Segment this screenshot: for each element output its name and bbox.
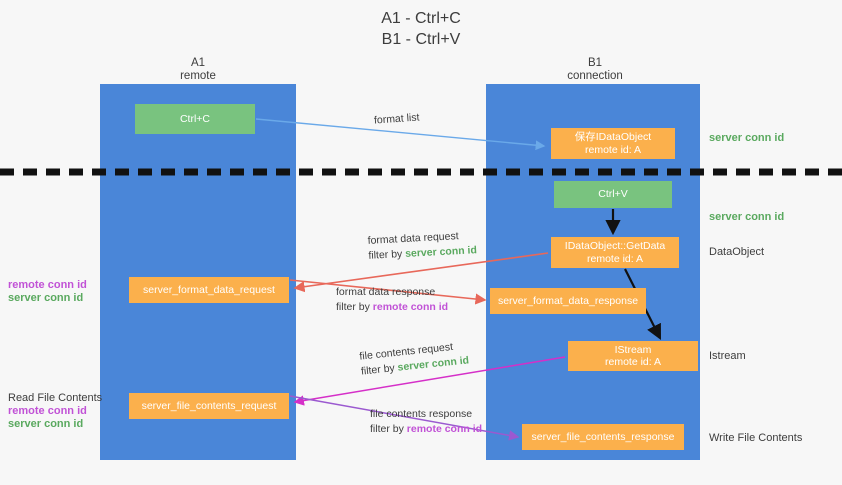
edge-label-file-contents-request: file contents request filter by server c… <box>359 338 470 379</box>
box-idataobject-line-2: remote id: A <box>584 143 642 156</box>
box-file-contents-request-label: server_file_contents_request <box>141 399 277 412</box>
box-ctrl-v-label: Ctrl+V <box>598 188 628 201</box>
edge-label-file-contents-response: file contents response filter by remote … <box>370 407 482 437</box>
box-server-format-data-request[interactable]: server_format_data_request <box>129 277 289 303</box>
side-label-server-conn-id-2: server conn id <box>709 211 785 223</box>
edge-label-format-list-text: format list <box>373 111 420 127</box>
title-line-2: B1 - Ctrl+V <box>381 31 461 48</box>
left-label-server-conn-id-1: server conn id <box>8 292 84 304</box>
lane-header-b1: B1 connection <box>520 57 670 83</box>
edge-label-fcresp-filter-prefix: filter by <box>370 423 407 435</box>
lane-b1-name: B1 <box>587 57 603 69</box>
title-line-1: A1 - Ctrl+C <box>381 10 461 27</box>
lane-a1-name: A1 <box>190 57 206 69</box>
edge-label-fcresp-filter-value: remote conn id <box>406 423 483 435</box>
lane-b1-sub: connection <box>567 70 623 82</box>
box-istream-line-2: remote id: A <box>604 356 662 368</box>
box-ctrl-c[interactable]: Ctrl+C <box>135 104 255 134</box>
box-format-data-request-label: server_format_data_request <box>143 283 275 296</box>
edge-label-format-data-request: format data request filter by server con… <box>367 228 477 264</box>
box-idataobject-line-1: 保存IDataObject <box>574 131 652 143</box>
box-file-contents-response-label: server_file_contents_response <box>531 430 675 443</box>
lane-a1-sub: remote <box>180 70 216 82</box>
edge-label-file-contents-response-text: file contents response <box>370 408 473 420</box>
left-label-remote-conn-id-2: remote conn id <box>8 405 87 417</box>
side-label-dataobject: DataObject <box>709 246 765 258</box>
box-server-file-contents-response[interactable]: server_file_contents_response <box>522 424 684 450</box>
side-label-istream: Istream <box>709 350 746 362</box>
box-getdata-line-1: IDataObject::GetData <box>564 240 666 252</box>
box-idataobject-getdata[interactable]: IDataObject::GetData remote id: A <box>551 237 679 268</box>
diagram-title: A1 - Ctrl+C B1 - Ctrl+V <box>0 8 842 50</box>
lane-header-a1: A1 remote <box>130 57 266 83</box>
left-label-remote-conn-id-1: remote conn id <box>8 279 87 291</box>
edge-label-fdresp-filter-value: remote conn id <box>372 301 449 313</box>
box-ctrl-v[interactable]: Ctrl+V <box>554 181 672 208</box>
box-istream-line-1: IStream <box>614 343 652 356</box>
edge-label-format-data-response: format data response filter by remote co… <box>336 285 448 315</box>
left-label-read-file-contents: Read File Contents <box>8 392 103 404</box>
box-ctrl-c-label: Ctrl+C <box>179 112 211 125</box>
box-istream[interactable]: IStream remote id: A <box>568 341 698 371</box>
left-label-group-file: Read File Contents remote conn id server… <box>8 392 102 431</box>
edge-label-fdresp-filter-prefix: filter by <box>336 301 373 313</box>
edge-label-format-data-response-text: format data response <box>336 286 436 298</box>
left-label-server-conn-id-2: server conn id <box>8 418 84 430</box>
side-label-server-conn-id-1: server conn id <box>709 132 785 144</box>
box-server-format-data-response[interactable]: server_format_data_response <box>490 288 646 314</box>
box-idataobject[interactable]: 保存IDataObject remote id: A <box>551 128 675 159</box>
box-getdata-line-2: remote id: A <box>586 252 644 265</box>
edge-label-fdreq-filter-prefix: filter by <box>368 247 406 262</box>
box-server-file-contents-request[interactable]: server_file_contents_request <box>129 393 289 419</box>
box-format-data-response-label: server_format_data_response <box>497 294 639 307</box>
edge-label-fcreq-filter-prefix: filter by <box>360 361 399 378</box>
side-label-write-file-contents: Write File Contents <box>709 432 803 444</box>
left-label-group-format: remote conn id server conn id <box>8 279 87 305</box>
edge-label-format-list: format list <box>374 110 420 128</box>
edge-label-fdreq-filter-value: server conn id <box>404 244 478 260</box>
